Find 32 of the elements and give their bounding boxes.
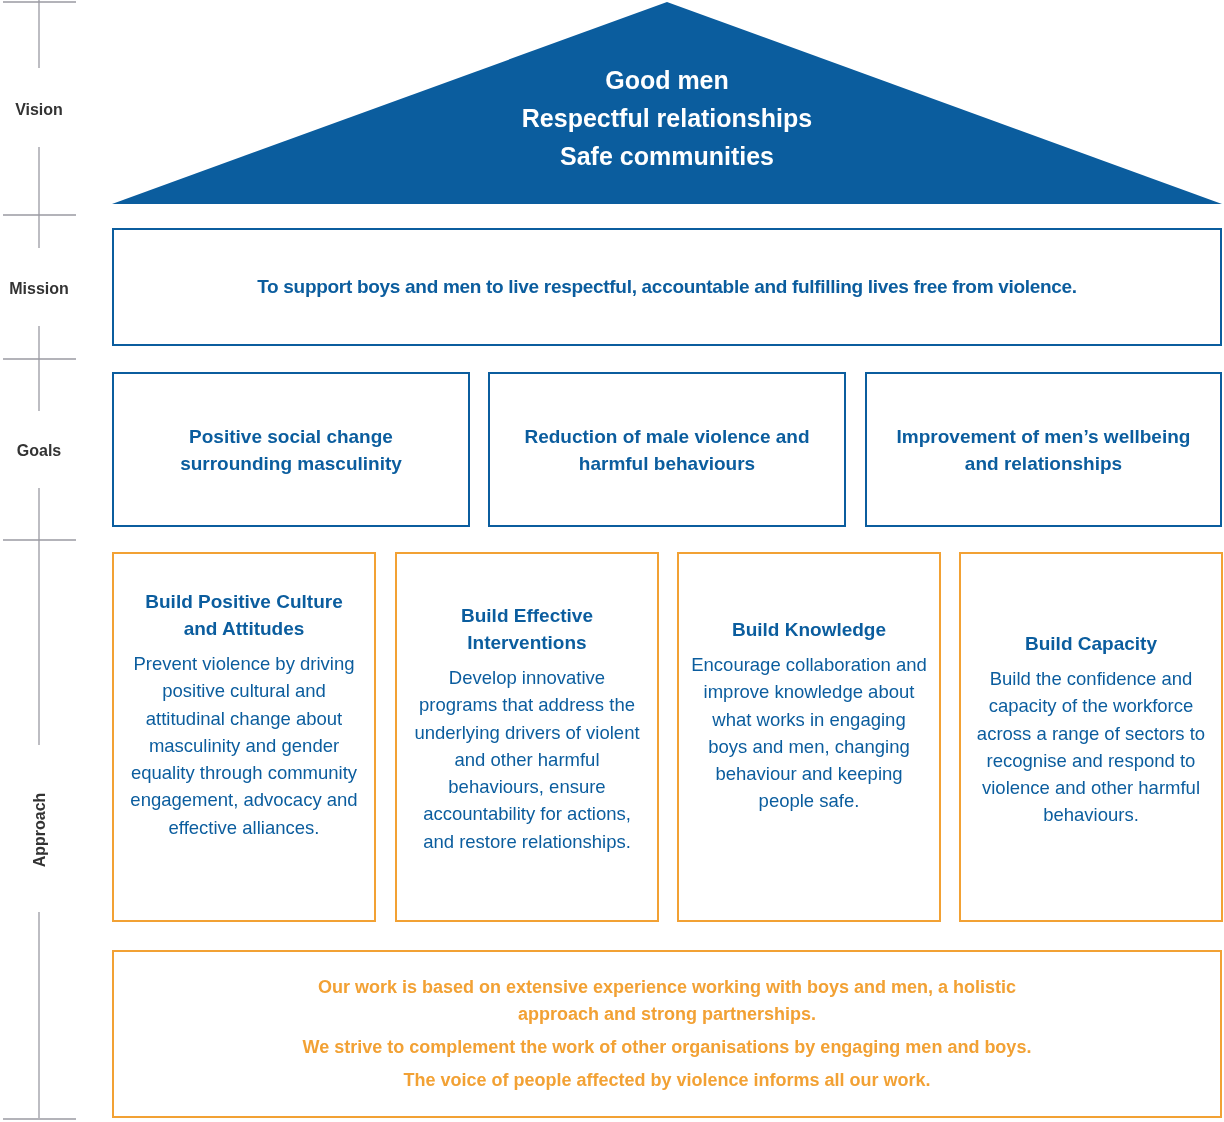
approach-heading: Build Capacity <box>1025 632 1157 656</box>
foundation-text: We strive to complement the work of other organisations by engaging men and boys. <box>302 1036 1032 1059</box>
approach-heading: Build Positive Culture and Attitudes <box>144 590 344 641</box>
goal-box <box>488 372 846 527</box>
mission-box <box>112 228 1222 346</box>
approach-box <box>677 552 941 922</box>
goal-box <box>865 372 1222 527</box>
mission-text: To support boys and men to live respectful, accountable and fulfilling lives free from violence. <box>257 276 1077 298</box>
section-label: Mission <box>9 280 69 298</box>
section-label: Approach <box>31 792 49 868</box>
approach-description: Encourage collaboration and improve knowledge about what works in engaging boys and men, changing behaviour and keeping people safe. <box>691 653 927 814</box>
goal-text: Positive social change surrounding masculinity <box>179 424 403 476</box>
approach-description: Prevent violence by driving positive cultural and attitudinal change about masculinity and gender equality through community engagement, advocacy and effective alliances. <box>129 652 359 840</box>
vision-text: Respectful relationships <box>521 103 813 134</box>
approach-heading: Build Effective Interventions <box>460 604 594 655</box>
roof-triangle <box>112 2 1222 204</box>
section-label: Vision <box>15 101 63 119</box>
approach-box <box>395 552 659 922</box>
approach-description: Develop innovative programs that address the underlying drivers of violent and other harmful behaviours, ensure accountability for actions, and restore relationships. <box>413 666 641 854</box>
foundation-text: Our work is based on extensive experience working with boys and men, a holistic approach and strong partnerships. <box>316 976 1018 1026</box>
approach-box <box>959 552 1223 922</box>
approach-box <box>112 552 376 922</box>
foundation-text: The voice of people affected by violence informs all our work. <box>403 1069 931 1092</box>
foundation-box <box>112 950 1222 1118</box>
goal-text: Reduction of male violence and harmful behaviours <box>523 424 811 476</box>
goal-box <box>112 372 470 527</box>
approach-description: Build the confidence and capacity of the workforce across a range of sectors to recognise and respond to violence and other harmful behaviours. <box>975 667 1207 828</box>
section-label: Goals <box>16 442 62 460</box>
vision-text: Good men <box>605 65 729 96</box>
goal-text: Improvement of men’s wellbeing and relationships <box>895 424 1192 476</box>
approach-heading: Build Knowledge <box>731 618 887 642</box>
vision-text: Safe communities <box>560 141 774 172</box>
